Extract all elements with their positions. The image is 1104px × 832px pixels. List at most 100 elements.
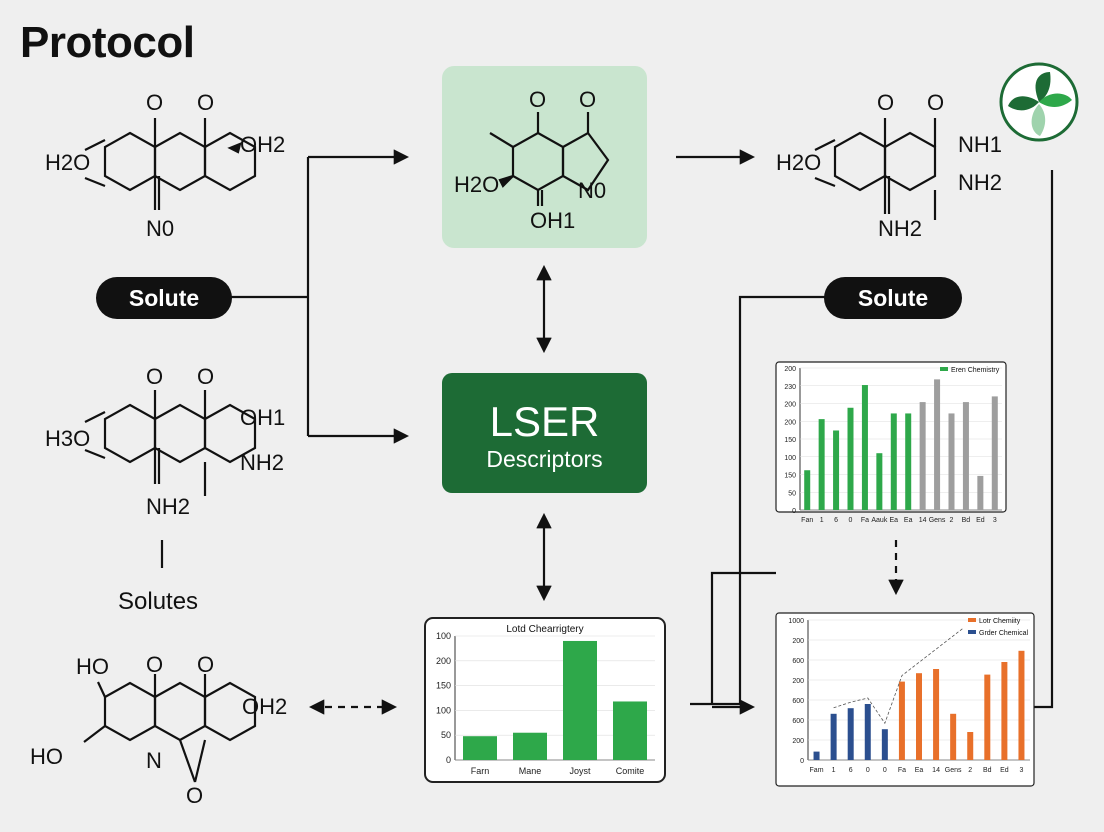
bar [876, 453, 883, 510]
bar [830, 713, 837, 760]
y-tick-label: 200 [436, 656, 451, 666]
molecule-2 [489, 112, 610, 206]
connector-right-return [1032, 170, 1054, 709]
y-tick-label: 0 [800, 758, 804, 765]
m4-nh: NH2 [240, 450, 284, 475]
molecule-1 [84, 118, 257, 210]
x-tick-label: 14 [919, 517, 927, 524]
bar [804, 470, 811, 510]
m5-o-bot: O [186, 783, 203, 808]
m2-n: N0 [578, 178, 606, 203]
m4-o-left: O [146, 364, 163, 389]
bar [847, 407, 854, 510]
bar [813, 751, 820, 760]
legend-label: Grder Chemical [979, 630, 1028, 637]
m3-h2o: H2O [776, 150, 821, 175]
molecule-5 [83, 674, 257, 783]
solute-pill-right[interactable]: Solute [824, 277, 962, 319]
connectors [230, 149, 1054, 715]
leaf-logo-icon [999, 62, 1079, 142]
solute-pill-left[interactable]: Solute [96, 277, 232, 319]
solute-pill-left-label: Solute [128, 284, 200, 311]
x-tick-label: Fa [861, 517, 869, 524]
bar [847, 708, 854, 760]
bar [1001, 662, 1008, 760]
x-tick-label: Ea [904, 517, 913, 524]
y-tick-label: 0 [446, 755, 451, 765]
m3-nh-low: NH2 [878, 216, 922, 241]
bar [967, 732, 974, 760]
y-tick-label: 150 [784, 437, 796, 444]
bar [864, 704, 871, 760]
m2-h2o: H2O [454, 172, 499, 197]
y-tick-label: 1000 [788, 618, 804, 625]
bar [905, 413, 912, 510]
bar [962, 402, 969, 510]
m4-o-right: O [197, 364, 214, 389]
m5-o-right: O [197, 652, 214, 677]
x-tick-label: Ea [915, 767, 924, 774]
m1-o-right: O [197, 90, 214, 115]
x-tick-label: 1 [820, 517, 824, 524]
bar [881, 729, 888, 760]
bar [898, 681, 905, 760]
x-tick-label: 1 [832, 767, 836, 774]
solutes-label: Solutes [118, 588, 199, 615]
y-tick-label: 200 [784, 366, 796, 373]
y-tick-label: 200 [792, 638, 804, 645]
legend-label: Lotr Chemiity [979, 618, 1021, 625]
bar [933, 669, 940, 760]
y-tick-label: 600 [792, 658, 804, 665]
y-tick-label: 600 [792, 698, 804, 705]
highlighted-molecule-box [442, 66, 647, 248]
molecule-4 [84, 390, 257, 568]
x-tick-label: Fan [801, 517, 813, 524]
m1-o-left: O [146, 90, 163, 115]
x-tick-label: Comite [616, 766, 645, 776]
bar [513, 732, 547, 760]
m5-ho-bot: HO [30, 744, 63, 769]
m3-nh-top: NH1 [958, 132, 1002, 157]
x-tick-label: Ed [1000, 767, 1009, 774]
x-tick-label: Fa [898, 767, 906, 774]
bar [890, 413, 897, 510]
legend-swatch [968, 630, 976, 634]
x-tick-label: Gens [945, 767, 962, 774]
m1-n: N0 [146, 216, 174, 241]
x-tick-label: 2 [950, 517, 954, 524]
bar [463, 736, 497, 760]
x-tick-label: Farn [471, 766, 490, 776]
y-tick-label: 200 [792, 738, 804, 745]
trend-line [833, 627, 964, 725]
connector-solute-right [690, 295, 826, 706]
y-tick-label: 100 [436, 631, 451, 641]
bar [1018, 650, 1025, 760]
m2-o-a: O [529, 87, 546, 112]
m5-n: N [146, 748, 162, 773]
x-tick-label: Gens [929, 517, 946, 524]
m4-oh: OH1 [240, 405, 285, 430]
bar [950, 713, 957, 760]
x-tick-label: 6 [834, 517, 838, 524]
connector-to-bottom-chart [710, 571, 776, 704]
bar [818, 419, 825, 510]
x-tick-label: 2 [968, 767, 972, 774]
x-tick-label: Ea [890, 517, 899, 524]
x-tick-label: 3 [1020, 767, 1024, 774]
y-tick-label: 200 [784, 402, 796, 409]
x-tick-label: Bd [983, 767, 992, 774]
lser-descriptors-box[interactable]: LSER Descriptors [442, 373, 647, 493]
m1-oh: OH2 [240, 132, 285, 157]
legend-label: Eren Chemistry [951, 367, 1000, 374]
m5-oh: OH2 [242, 694, 287, 719]
y-tick-label: 100 [784, 455, 796, 462]
m2-oh: OH1 [530, 208, 575, 233]
y-tick-label: 150 [784, 473, 796, 480]
x-tick-label: Mane [519, 766, 542, 776]
bar [919, 402, 926, 510]
y-tick-label: 50 [788, 490, 796, 497]
